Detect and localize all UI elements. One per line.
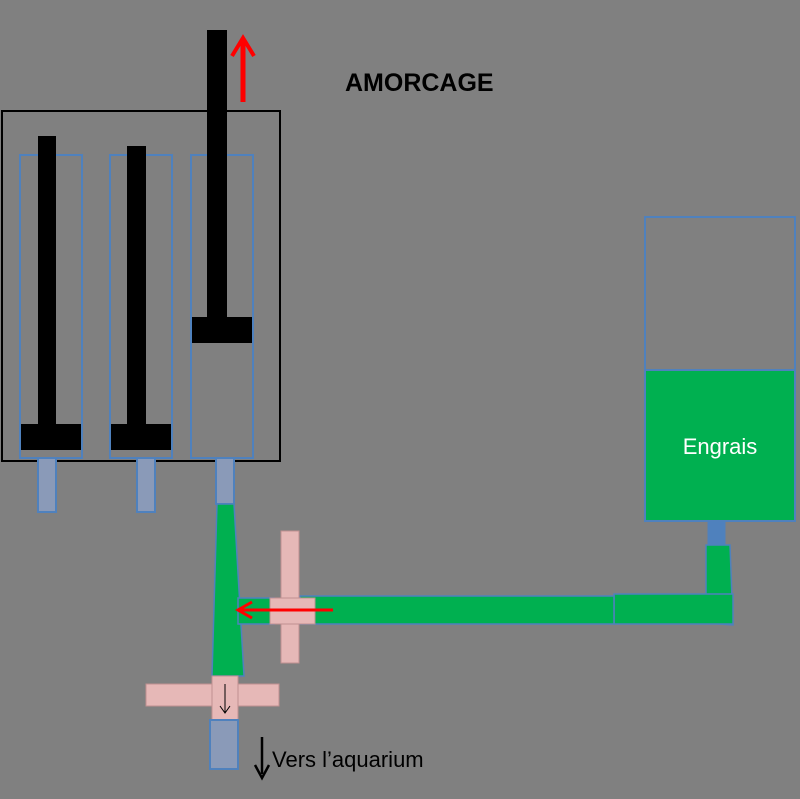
syringe-2 xyxy=(109,146,173,513)
syringe-3 xyxy=(190,30,254,505)
fluid-line-segment-right xyxy=(613,593,734,625)
diagram-title: AMORCAGE xyxy=(345,69,494,97)
outlet-label: Vers l’aquarium xyxy=(272,747,424,772)
syringe-3-rod xyxy=(207,30,227,322)
fluid-line-horizontal xyxy=(299,595,615,625)
outlet-pipe xyxy=(209,719,239,770)
suction-flow-arrow xyxy=(234,600,333,620)
syringe-2-rod xyxy=(127,146,146,426)
syringe-1 xyxy=(19,136,83,513)
syringe-1-nozzle xyxy=(37,457,57,513)
tank-outlet xyxy=(707,520,726,546)
syringe-2-piston xyxy=(111,424,171,450)
syringe-3-piston xyxy=(192,317,252,343)
outlet-check-valve xyxy=(145,675,280,721)
tank-label: Engrais xyxy=(683,434,758,459)
fertilizer-tank: Engrais xyxy=(644,216,796,546)
syringe-1-rod xyxy=(38,136,56,426)
syringe-1-piston xyxy=(21,424,81,450)
tank-liquid xyxy=(644,369,796,522)
syringe-3-nozzle xyxy=(215,457,235,505)
fluid-line-vertical xyxy=(211,503,245,677)
syringe-2-nozzle xyxy=(136,457,156,513)
tank-empty-section xyxy=(644,216,796,371)
pull-up-arrow xyxy=(230,34,256,102)
outlet-arrow xyxy=(253,737,271,781)
